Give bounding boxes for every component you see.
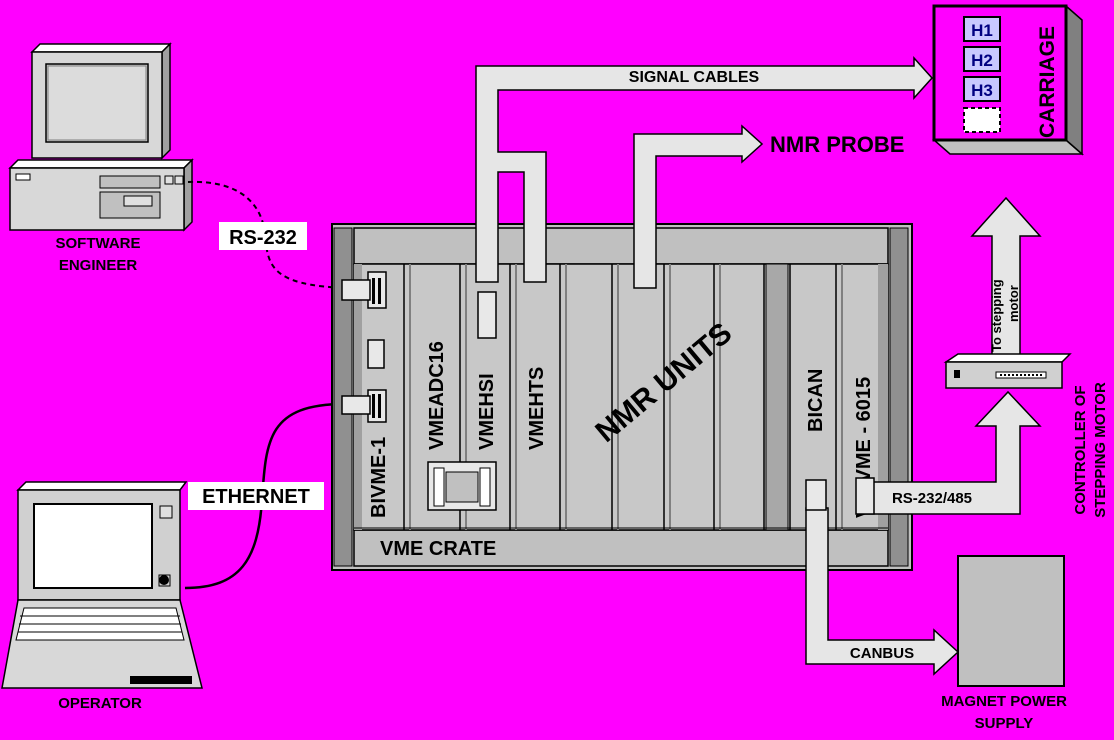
rs232-485-arrow [857, 390, 1042, 515]
carriage-slot-h3-label: H3 [971, 81, 993, 100]
rs232-label-box [219, 222, 307, 250]
carriage-box [932, 4, 1084, 156]
serial-connector-icon [341, 271, 387, 309]
rs232-cable [187, 180, 346, 289]
software-engineer-label-line2: ENGINEER [59, 257, 138, 274]
ethernet-connector-icon [341, 389, 387, 423]
nmr-probe-label: NMR PROBE [770, 132, 904, 157]
rs232-485-label: RS-232/485 [892, 490, 972, 507]
vmivme-port-icon [855, 477, 875, 515]
vme-crate-label: VME CRATE [380, 538, 496, 560]
carriage-slot-h1-label: H1 [971, 21, 993, 40]
carriage-slot-h2 [963, 46, 1001, 72]
laptop-computer-icon [1, 481, 203, 689]
nmr-probe-arrow [633, 124, 764, 289]
module-vmehsi-label: VMEHSI [476, 373, 498, 450]
carriage-slot-empty [963, 107, 1001, 133]
carriage-slot-h3 [963, 76, 1001, 102]
canbus-label: CANBUS [850, 645, 914, 662]
ethernet-label: ETHERNET [202, 486, 310, 508]
module-bivme-label: BIVME-1 [368, 437, 390, 518]
module-vmehts-label: VMEHTS [526, 367, 548, 450]
carriage-slot-h2-label: H2 [971, 51, 993, 70]
signal-cables-label: SIGNAL CABLES [629, 69, 760, 86]
to-stepping-motor-label-line1: To stepping [989, 279, 1004, 352]
carriage-label: CARRIAGE [1036, 26, 1059, 138]
magnet-power-supply-label-line1: MAGNET POWER [941, 693, 1067, 710]
ethernet-label-box [188, 482, 324, 510]
operator-label: OPERATOR [58, 695, 142, 712]
carriage-slot-h1 [963, 16, 1001, 42]
magnet-power-supply-label-line2: SUPPLY [975, 715, 1034, 732]
to-stepping-motor-label-line2: motor [1006, 285, 1021, 322]
module-vmeadc16-label: VMEADC16 [426, 341, 448, 450]
vme-crate [331, 223, 913, 571]
controller-label-line2: STEPPING MOTOR [1092, 382, 1109, 518]
rs232-label: RS-232 [229, 227, 297, 249]
bican-port-icon [805, 479, 827, 511]
ribbon-connector-icon [427, 461, 497, 511]
desktop-computer-icon [8, 42, 194, 232]
stepping-motor-controller-device [943, 353, 1072, 389]
module-bican-label: BICAN [805, 369, 827, 432]
controller-label-line1: CONTROLLER OF [1072, 385, 1089, 514]
canbus-arrow [805, 507, 960, 676]
to-stepping-motor-arrow [970, 196, 1042, 359]
led-indicator-icon [367, 339, 385, 369]
software-engineer-label-line1: SOFTWARE [56, 235, 141, 252]
vmehsi-port-icon [477, 291, 497, 339]
magnet-power-supply-box [957, 555, 1065, 687]
signal-cables-arrow [475, 56, 934, 283]
